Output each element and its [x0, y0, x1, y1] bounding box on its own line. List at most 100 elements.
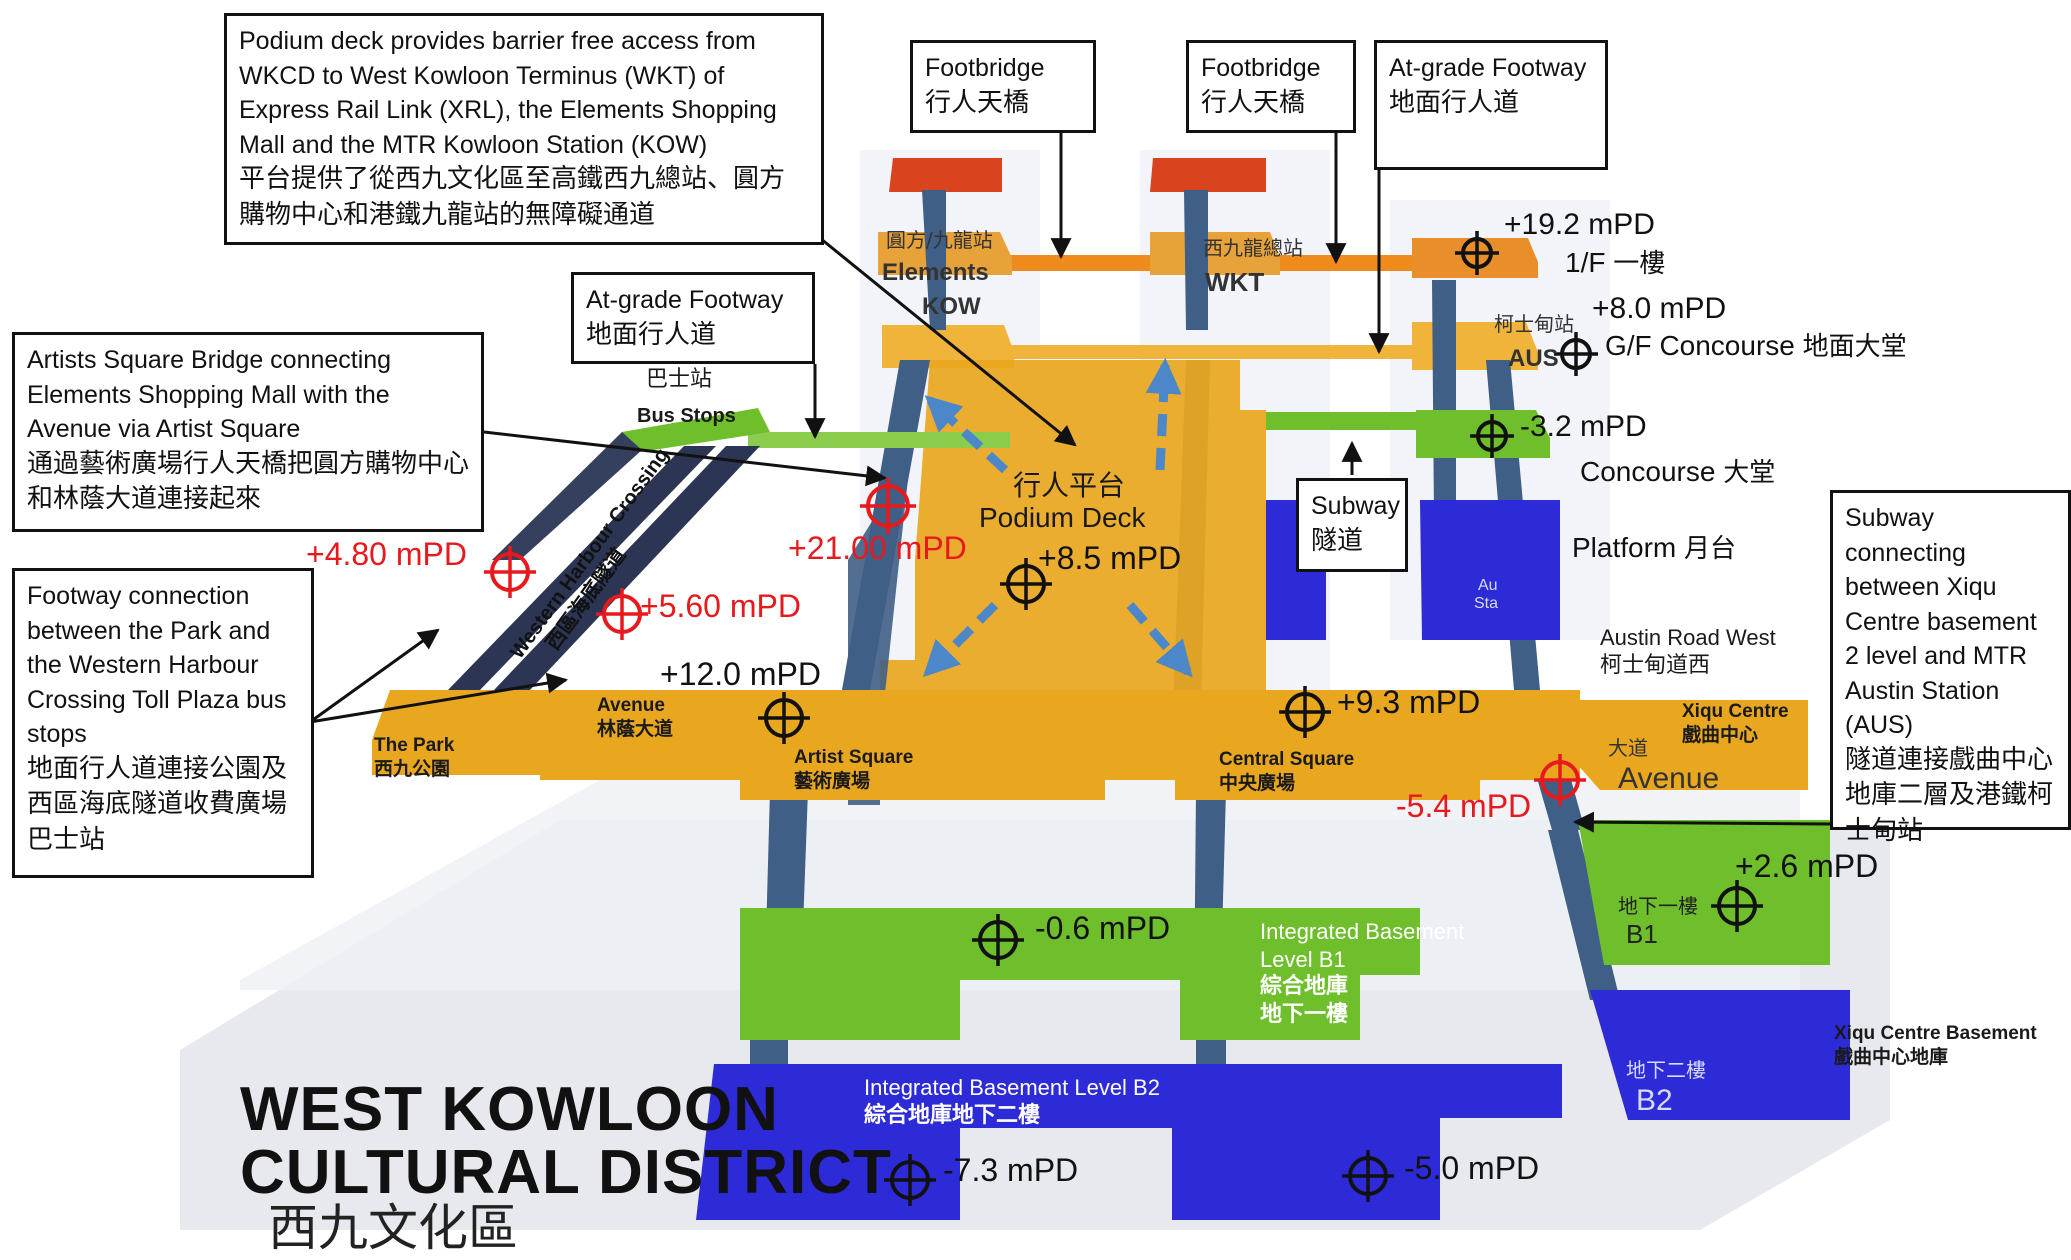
- marker-50-label: -5.0 mPD: [1404, 1150, 1540, 1186]
- b2-label-zh: 綜合地庫地下二樓: [864, 1102, 1041, 1128]
- marker-73-label: -7.3 mPD: [943, 1152, 1079, 1188]
- subway-xiqu-callout: Subway connecting between Xiqu Centre ba…: [1830, 490, 2071, 846]
- kow-station-en1: Elements: [882, 259, 989, 286]
- b2-label: Integrated Basement Level B2 綜合地庫地下二樓: [864, 1074, 1160, 1129]
- aus-station-zh: 柯士甸站: [1494, 312, 1574, 336]
- level-1f-en: 1/F: [1565, 247, 1606, 278]
- station-roof-blocks: [889, 158, 1266, 192]
- xiqu-b1-zh: 地下一樓: [1618, 894, 1698, 918]
- xiqu-centre-en: Xiqu Centre: [1682, 701, 1789, 722]
- aus-station-en: AUS: [1508, 345, 1559, 372]
- level-gf-value: +8.0 mPD: [1592, 292, 1727, 325]
- podium-deck-callout-en: Podium deck provides barrier free access…: [239, 27, 777, 159]
- level-1f-label: 1/F 一樓: [1565, 243, 1665, 280]
- footbridge-callout-2-zh: 行人天橋: [1201, 87, 1306, 118]
- marker-120-label: +12.0 mPD: [660, 656, 821, 692]
- footbridge-callout-1: Footbridge 行人天橋: [910, 40, 1096, 133]
- atgrade-right-en: At-grade Footway: [1389, 54, 1587, 82]
- footbridge-callout-1-zh: 行人天橋: [925, 87, 1030, 118]
- podium-deck-callout: Podium deck provides barrier free access…: [224, 13, 824, 245]
- wkt-station-zh: 西九龍總站: [1203, 236, 1303, 260]
- bus-stops-zh: 巴士站: [646, 367, 713, 392]
- marker-85-label: +8.5 mPD: [1038, 540, 1182, 576]
- the-park-zh: 西九公園: [374, 757, 451, 780]
- avenue-deck: [372, 690, 1808, 800]
- the-park-en: The Park: [374, 735, 455, 756]
- bus-stops-en: Bus Stops: [637, 405, 736, 427]
- avenue-left-zh: 林蔭大道: [597, 717, 674, 740]
- kow-station-en2: KOW: [922, 293, 981, 320]
- central-square-zh: 中央廣場: [1219, 771, 1296, 794]
- central-square-label: Central Square 中央廣場: [1219, 748, 1354, 796]
- artists-bridge-zh: 通過藝術廣場行人天橋把圓方購物中心和林蔭大道連接起來: [27, 448, 470, 515]
- marker-26-target: [1711, 880, 1763, 932]
- avenue-left-en: Avenue: [597, 695, 665, 716]
- xiqu-b2-en: B2: [1636, 1084, 1673, 1117]
- marker-480-target: [484, 546, 536, 598]
- podium-dashed-arrows: [922, 357, 1193, 678]
- subway-xiqu-en: Subway connecting between Xiqu Centre ba…: [1845, 504, 2037, 739]
- marker-32-target: [1470, 414, 1514, 458]
- artists-bridge-callout: Artists Square Bridge connecting Element…: [12, 332, 484, 532]
- marker-2100-label: +21.00 mPD: [788, 530, 967, 566]
- level-gf-en: G/F Concourse: [1605, 330, 1795, 361]
- atgrade-footway-callout-right: At-grade Footway 地面行人道: [1374, 40, 1608, 170]
- atgrade-left-zh: 地面行人道: [586, 319, 717, 350]
- subway-callout-en: Subway: [1311, 492, 1400, 520]
- subway-callout: Subway 隧道: [1296, 478, 1408, 572]
- avenue-right-zh: 大道: [1608, 736, 1648, 760]
- level-gf-label: G/F Concourse 地面大堂: [1605, 326, 1907, 363]
- austin-road-zh: 柯士甸道西: [1600, 652, 1711, 678]
- marker-73-target: [884, 1154, 936, 1206]
- kow-station-zh: 圓方/九龍站: [886, 228, 993, 252]
- artist-square-zh: 藝術廣場: [794, 769, 871, 792]
- subway-xiqu-zh: 隧道連接戲曲中心地庫二層及港鐵柯士甸站: [1845, 744, 2054, 847]
- footway-park-callout: Footway connection between the Park and …: [12, 568, 314, 878]
- b2-label-en: Integrated Basement Level B2: [864, 1075, 1160, 1100]
- marker-50-target: [1342, 1150, 1394, 1202]
- level-platform-label: Platform 月台: [1572, 528, 1736, 565]
- austin-road-en: Austin Road West: [1600, 625, 1776, 650]
- marker-80-target: [1554, 332, 1598, 376]
- basement-b1: [740, 820, 1830, 1040]
- xiqu-basement-label: Xiqu Centre Basement 戲曲中心地庫: [1834, 1022, 2037, 1070]
- marker-26-label: +2.6 mPD: [1735, 848, 1879, 884]
- aus-platform-en2: Sta: [1474, 595, 1499, 612]
- artists-bridge-en: Artists Square Bridge connecting Element…: [27, 346, 392, 443]
- atgrade-right-zh: 地面行人道: [1389, 87, 1520, 118]
- wkcd-title: WEST KOWLOON CULTURAL DISTRICT: [240, 1075, 892, 1205]
- xiqu-b1-en: B1: [1626, 919, 1658, 949]
- marker-120-target: [758, 692, 810, 744]
- atgrade-left-en: At-grade Footway: [586, 286, 784, 314]
- marker-2100-target: [860, 478, 916, 534]
- wkt-station-en: WKT: [1205, 267, 1265, 297]
- marker-54-label: -5.4 mPD: [1396, 788, 1532, 824]
- podium-deck-callout-zh: 平台提供了從西九文化區至高鐵西九總站、圓方購物中心和港鐵九龍站的無障礙通道: [239, 164, 786, 230]
- b1-label-zh1: 綜合地庫: [1260, 974, 1349, 999]
- footbridge-callout-2-en: Footbridge: [1201, 54, 1321, 82]
- b1-label-en1: Integrated Basement Level B1: [1260, 919, 1465, 972]
- level-markers: [484, 231, 1763, 1206]
- marker-560-target: [596, 588, 648, 640]
- b1-label: Integrated Basement Level B1 綜合地庫 地下一樓: [1260, 918, 1470, 1028]
- atgrade-footway-callout-left: At-grade Footway 地面行人道: [571, 272, 815, 364]
- central-square-en: Central Square: [1219, 749, 1355, 770]
- the-park-label: The Park 西九公園: [374, 734, 454, 782]
- artist-square-en: Artist Square: [794, 747, 914, 768]
- level-1f-value: +19.2 mPD: [1504, 208, 1655, 241]
- podium-deck-zh: 行人平台: [1013, 469, 1126, 502]
- level-platform-en: Platform: [1572, 532, 1677, 563]
- marker-93-label: +9.3 mPD: [1337, 684, 1481, 720]
- wkcd-title-line1: WEST KOWLOON: [240, 1075, 779, 1144]
- marker-560-label: +5.60 mPD: [640, 588, 801, 624]
- marker-06-label: -0.6 mPD: [1035, 910, 1171, 946]
- subway-callout-zh: 隧道: [1311, 525, 1364, 556]
- level-conc-value: -3.2 mPD: [1520, 410, 1647, 443]
- avenue-right-en: Avenue: [1618, 762, 1720, 795]
- level-gf-zh: 地面大堂: [1802, 332, 1907, 362]
- xiqu-b2-zh: 地下二樓: [1626, 1058, 1706, 1082]
- xiqu-centre-zh: 戲曲中心: [1682, 723, 1759, 746]
- level-1f-zh: 一樓: [1613, 249, 1666, 279]
- marker-06-target: [972, 914, 1024, 966]
